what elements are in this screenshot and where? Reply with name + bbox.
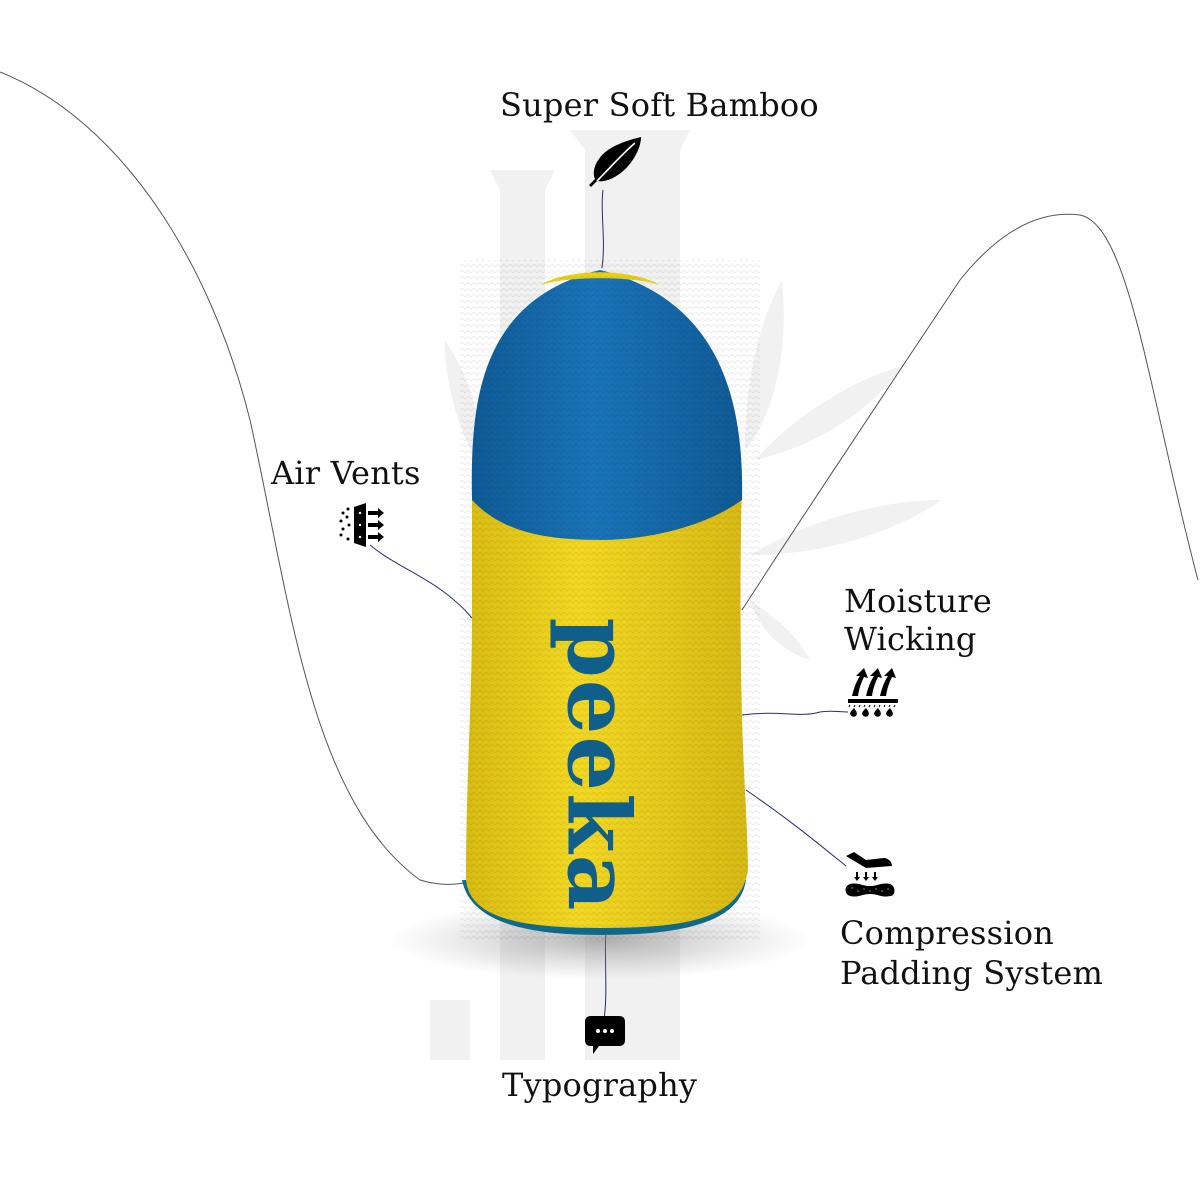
speech-bubble-icon: [585, 1016, 625, 1054]
feather-icon: [589, 137, 641, 187]
feature-label-compression-line1: Compression: [840, 914, 1054, 952]
moisture-wicking-icon: [848, 668, 898, 717]
compression-padding-icon: [845, 852, 895, 897]
feature-label-air-vents: Air Vents: [271, 454, 421, 492]
feature-label-compression-line2: Padding System: [840, 954, 1104, 992]
feature-label-moisture-line2: Wicking: [844, 620, 977, 658]
feature-label-moisture-line1: Moisture: [844, 582, 992, 620]
air-vent-icon: [339, 503, 384, 547]
brand-text-peeka: peeka: [547, 617, 649, 913]
feature-label-typography: Typography: [502, 1066, 698, 1104]
feature-label-bamboo: Super Soft Bamboo: [500, 86, 819, 124]
